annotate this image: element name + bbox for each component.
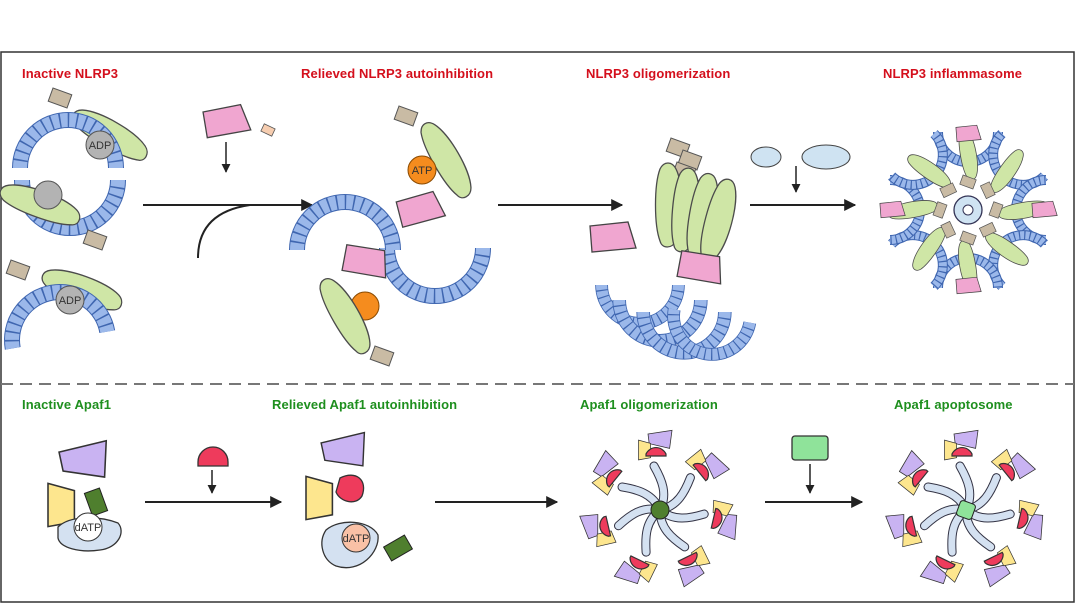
nlrp3-inflammasome-diagram — [879, 124, 1058, 295]
relieved-nlrp3-diagram: ATP — [297, 105, 483, 367]
title-nlrp3-inflammasome: NLRP3 inflammasome — [883, 66, 1023, 81]
atp-label-1: ATP — [412, 165, 433, 177]
title-nlrp3-oligomerization: NLRP3 oligomerization — [586, 66, 731, 81]
title-apaf1-apoptosome: Apaf1 apoptosome — [894, 397, 1013, 412]
datp-label-2: dATP — [343, 533, 370, 545]
inactive-apaf1-diagram: dATP — [47, 440, 122, 552]
apaf1-oligomer-diagram — [579, 430, 741, 588]
title-inactive-nlrp3: Inactive NLRP3 — [22, 66, 119, 81]
nlrp3-oligomer-diagram — [589, 137, 750, 360]
title-apaf1-oligomerization: Apaf1 oligomerization — [580, 397, 718, 412]
panel-frame — [0, 51, 1075, 603]
title-relieved-nlrp3: Relieved NLRP3 autoinhibition — [301, 66, 494, 81]
arrow-1 — [143, 199, 314, 259]
title-inactive-apaf1: Inactive Apaf1 — [22, 397, 112, 412]
inactive-nlrp3-diagram: ADP ADP — [0, 87, 155, 348]
cytc-stimulus — [197, 446, 229, 494]
relieved-apaf1-diagram: dATP — [305, 431, 415, 569]
trigger-stimulus — [791, 435, 829, 494]
title-relieved-apaf1: Relieved Apaf1 autoinhibition — [272, 397, 458, 412]
adp-label-2: ADP — [59, 295, 82, 307]
nbd-stimulus — [202, 103, 276, 173]
adp-label-1: ADP — [89, 140, 112, 152]
apaf1-apoptosome-diagram — [885, 430, 1047, 588]
datp-label-1: dATP — [75, 522, 102, 534]
asc-stimulus — [750, 144, 851, 193]
